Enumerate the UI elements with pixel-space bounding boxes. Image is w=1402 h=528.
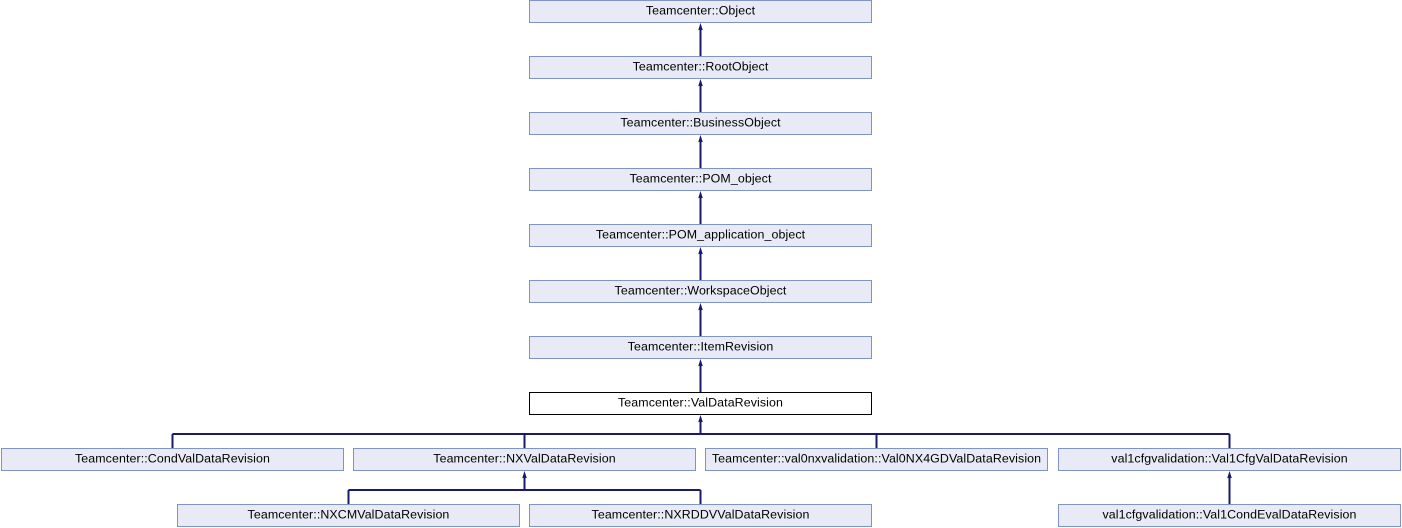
class-node-label: Teamcenter::ItemRevision	[627, 339, 774, 354]
class-node-rootobject[interactable]: Teamcenter::RootObject	[529, 56, 872, 79]
class-node-pomappobject[interactable]: Teamcenter::POM_application_object	[529, 224, 872, 247]
class-node-val0nx4gd[interactable]: Teamcenter::val0nxvalidation::Val0NX4GDV…	[705, 448, 1048, 471]
class-node-label: Teamcenter::NXRDDVValDataRevision	[591, 507, 810, 522]
class-node-label: Teamcenter::val0nxvalidation::Val0NX4GDV…	[711, 451, 1042, 466]
class-node-condvaldatarev[interactable]: Teamcenter::CondValDataRevision	[1, 448, 344, 471]
class-node-label: Teamcenter::POM_object	[629, 171, 772, 186]
class-node-nxcmvaldatarev[interactable]: Teamcenter::NXCMValDataRevision	[177, 504, 520, 527]
class-node-object[interactable]: Teamcenter::Object	[529, 0, 872, 23]
class-node-label: val1cfgvalidation::Val1CfgValDataRevisio…	[1111, 451, 1348, 466]
class-node-label: Teamcenter::RootObject	[632, 59, 769, 74]
class-node-label: Teamcenter::POM_application_object	[595, 227, 806, 242]
class-node-nxrddvvaldata[interactable]: Teamcenter::NXRDDVValDataRevision	[529, 504, 872, 527]
class-node-label: Teamcenter::Object	[645, 3, 756, 18]
class-node-label: Teamcenter::WorkspaceObject	[614, 283, 787, 298]
class-node-label: Teamcenter::NXValDataRevision	[433, 451, 616, 466]
class-node-pomobject[interactable]: Teamcenter::POM_object	[529, 168, 872, 191]
class-node-itemrevision[interactable]: Teamcenter::ItemRevision	[529, 336, 872, 359]
class-node-nxvaldatarev[interactable]: Teamcenter::NXValDataRevision	[353, 448, 696, 471]
class-node-label: Teamcenter::BusinessObject	[620, 115, 781, 130]
class-node-valdatarev: Teamcenter::ValDataRevision	[529, 392, 872, 415]
class-node-label: Teamcenter::CondValDataRevision	[74, 451, 271, 466]
class-node-businessobject[interactable]: Teamcenter::BusinessObject	[529, 112, 872, 135]
class-node-label: val1cfgvalidation::Val1CondEvalDataRevis…	[1102, 507, 1357, 522]
class-node-workspaceobj[interactable]: Teamcenter::WorkspaceObject	[529, 280, 872, 303]
class-node-val1cfg[interactable]: val1cfgvalidation::Val1CfgValDataRevisio…	[1058, 448, 1401, 471]
class-node-label: Teamcenter::ValDataRevision	[618, 395, 783, 410]
class-node-val1condeval[interactable]: val1cfgvalidation::Val1CondEvalDataRevis…	[1058, 504, 1401, 527]
class-node-label: Teamcenter::NXCMValDataRevision	[247, 507, 450, 522]
